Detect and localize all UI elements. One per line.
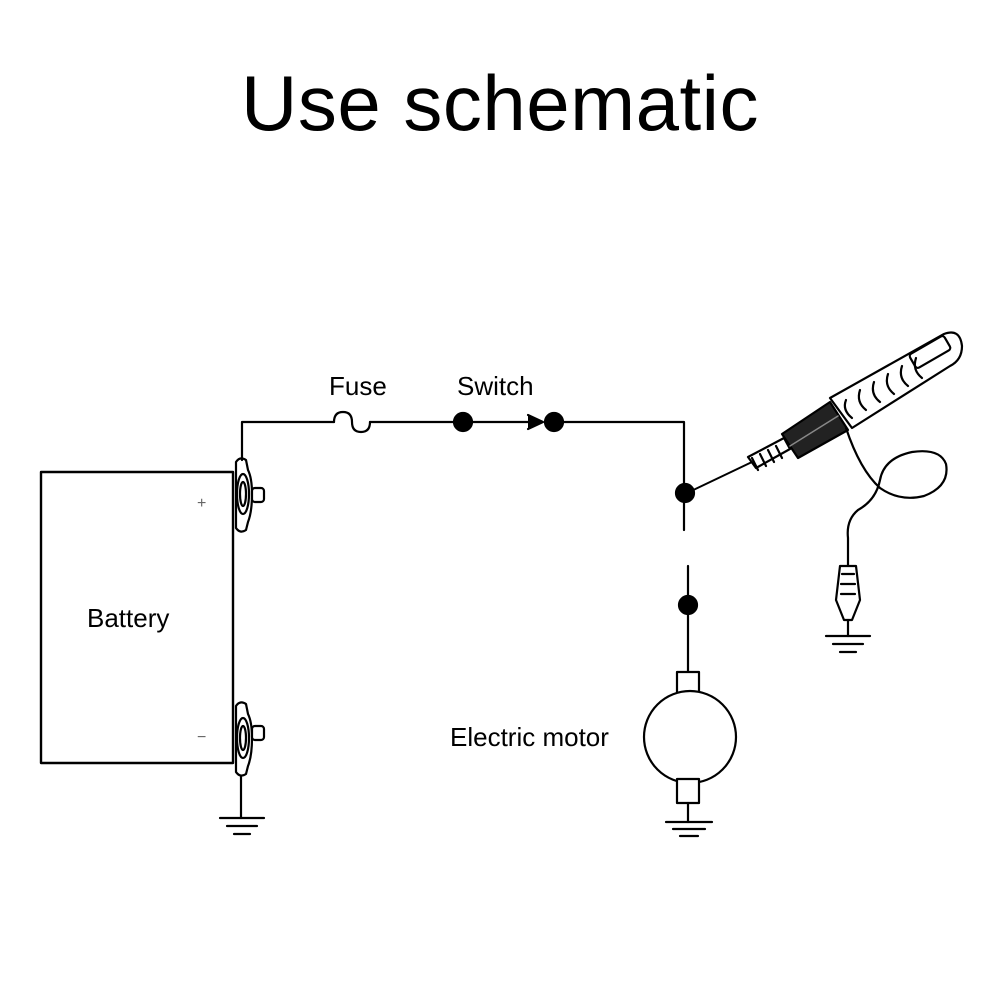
test-point-dot [674,482,696,504]
motor-label: Electric motor [450,722,609,752]
clip-ground-icon [824,634,872,654]
switch-to-junction-wire [561,420,686,494]
battery-negative-sign: − [197,729,206,746]
battery-box [39,470,235,765]
battery-label: Battery [87,603,169,633]
supply-wire [240,420,336,462]
battery-ground-icon [218,816,266,836]
motor-ground-icon [664,820,714,838]
switch-contact-left [452,411,474,433]
fuse-label: Fuse [329,371,387,401]
electric-motor [642,670,738,805]
motor-junction-dot [677,594,699,616]
page-title: Use schematic [241,59,759,147]
test-light-probe-icon [686,331,964,638]
fuse-symbol [332,410,372,434]
positive-terminal-clamp [234,457,266,533]
switch-label: Switch [457,371,534,401]
negative-terminal-clamp [234,701,266,777]
battery-positive-sign: + [197,495,206,512]
switch-arrow [526,413,545,431]
switch-contact-right [543,411,565,433]
